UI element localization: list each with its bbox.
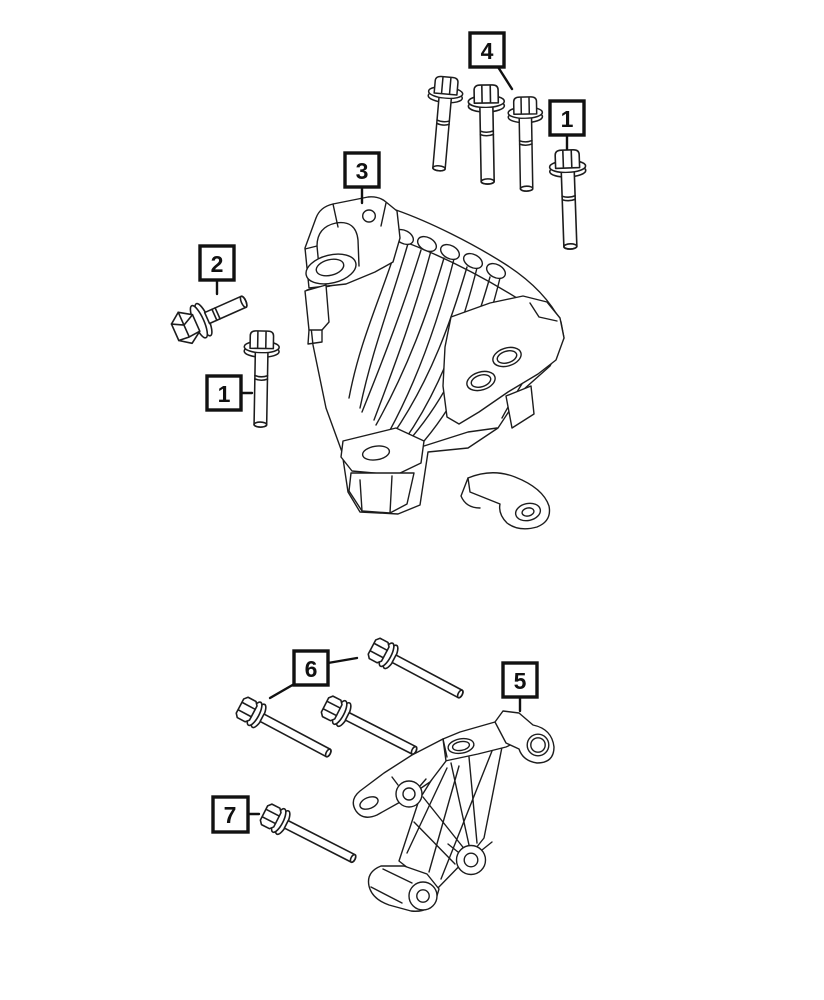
callout-2: 2 <box>198 244 236 296</box>
callout-6-number: 6 <box>305 656 318 682</box>
callout-5: 5 <box>501 661 539 713</box>
bolt-item7 <box>257 800 362 872</box>
callout-1tr-box <box>548 99 586 137</box>
bolt-item6-a <box>365 634 470 708</box>
bolt-item4-a <box>420 74 465 174</box>
callout-7: 7 <box>211 795 261 834</box>
callout-4-box <box>468 31 506 69</box>
bolt-item6-b <box>233 693 338 767</box>
callout-1l-number: 1 <box>218 381 231 407</box>
bolt-item6-c <box>318 692 423 764</box>
callout-3-number: 3 <box>356 158 369 184</box>
callout-6: 6 <box>268 649 359 700</box>
bolt-item4-c <box>507 95 545 193</box>
callout-1-top-right: 1 <box>548 99 586 151</box>
callout-6-box <box>292 649 330 687</box>
callout-4-number: 4 <box>481 38 494 64</box>
bolt-item2 <box>170 295 248 345</box>
callout-7-number: 7 <box>224 802 237 828</box>
callout-1l-box <box>205 374 243 412</box>
engine-mount-drawing <box>304 196 565 530</box>
bolt-item1-right <box>548 148 590 251</box>
callout-3-box <box>343 151 381 189</box>
callout-5-number: 5 <box>514 668 527 694</box>
callout-4: 4 <box>468 31 514 91</box>
callout-3: 3 <box>343 151 381 205</box>
callout-7-box <box>211 795 250 834</box>
callout-2-number: 2 <box>211 251 224 277</box>
bolt-item4-b <box>467 83 507 186</box>
top-assembly: 4 1 3 2 1 <box>170 31 590 530</box>
callout-2-box <box>198 244 236 282</box>
callout-1-left: 1 <box>205 374 254 412</box>
callout-1tr-number: 1 <box>561 106 574 132</box>
callout-5-box <box>501 661 539 699</box>
bottom-assembly: 6 5 7 <box>211 634 555 912</box>
bolt-item1-left <box>242 329 281 429</box>
mount-bracket-drawing <box>352 710 555 912</box>
